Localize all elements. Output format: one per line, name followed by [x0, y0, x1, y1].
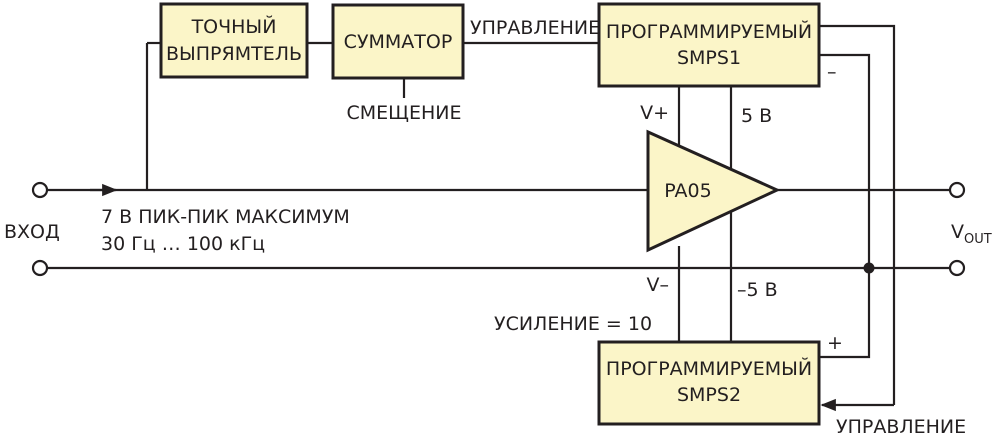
input-terminal-bottom	[31, 259, 49, 277]
smps2-plus-wire	[819, 268, 871, 359]
plus-sign-label: +	[827, 332, 843, 354]
rectifier-label-1: ТОЧНЫЙ	[191, 15, 277, 38]
rectifier-block: ТОЧНЫЙ ВЫПРЯМТЕЛЬ	[159, 2, 309, 79]
smps1-minus-wire	[819, 53, 871, 268]
input-label: ВХОД	[4, 221, 60, 243]
input-spec-line-2: 30 Гц … 100 кГц	[101, 233, 265, 255]
smps1-block: ПРОГРАММИРУЕМЫЙ SMPS1	[597, 2, 821, 88]
vout-label: VOUT	[951, 221, 992, 247]
input-terminal-top	[31, 181, 49, 199]
rectifier-label-2: ВЫПРЯМТЕЛЬ	[166, 43, 302, 65]
amplifier-label: PA05	[664, 180, 711, 202]
smps2-block: ПРОГРАММИРУЕМЫЙ SMPS2	[597, 340, 821, 426]
wires	[46, 24, 950, 412]
control-label-top: УПРАВЛЕНИЕ	[470, 17, 600, 39]
summer-block: СУММАТОР	[331, 3, 465, 80]
ground-junction	[863, 262, 875, 274]
summer-label: СУММАТОР	[344, 31, 453, 53]
minus-sign-label: –	[827, 61, 837, 83]
plus5-label: 5 В	[741, 105, 772, 127]
smps2-label-1: ПРОГРАММИРУЕМЫЙ	[606, 357, 812, 380]
smps2-label-2: SMPS2	[677, 384, 741, 406]
control-label-bottom: УПРАВЛЕНИЕ	[836, 416, 966, 438]
input-spec-line-1: 7 В ПИК-ПИК МАКСИМУМ	[101, 206, 350, 228]
gain-label: УСИЛЕНИЕ = 10	[494, 313, 652, 335]
smps1-label-2: SMPS1	[677, 47, 741, 69]
v-plus-label: V+	[640, 102, 669, 124]
output-terminal-top	[948, 181, 966, 199]
bias-label: СМЕЩЕНИЕ	[347, 102, 462, 124]
output-terminal-bottom	[948, 259, 966, 277]
v-minus-label: V–	[647, 274, 670, 296]
amplifier-triangle: PA05	[646, 129, 781, 253]
smps1-label-1: ПРОГРАММИРУЕМЫЙ	[606, 20, 812, 43]
minus5-label: –5 В	[737, 279, 778, 301]
control-loop-wire	[819, 24, 896, 405]
